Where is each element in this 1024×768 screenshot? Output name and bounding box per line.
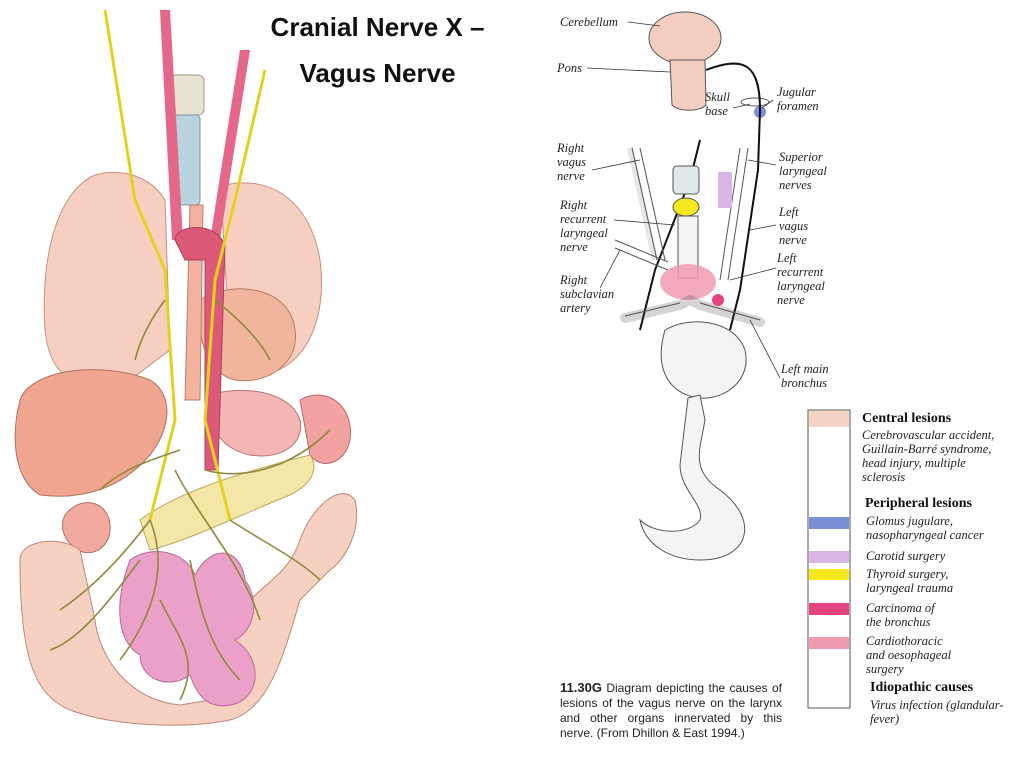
legend-item-thyroid: Thyroid surgery,laryngeal trauma <box>866 567 954 595</box>
nerve-plexus <box>49 299 331 701</box>
legend-idiopathic-text: Virus infection (glandular-fever) <box>870 698 1004 726</box>
vagus-nerve-left <box>203 69 267 521</box>
caption-text: Diagram depicting the causes of lesions … <box>560 681 782 740</box>
label-pons: Pons <box>557 61 582 75</box>
legend-peripheral-heading: Peripheral lesions <box>865 496 972 511</box>
title-line-2: Vagus Nerve <box>299 58 456 88</box>
cerebellum-shape <box>648 11 722 65</box>
legend-central-text: Cerebrovascular accident,Guillain-Barré … <box>862 428 995 484</box>
trachea-shape <box>677 215 699 279</box>
legend-carotid-swatch <box>809 551 849 563</box>
aorta <box>174 227 226 471</box>
page-title: Cranial Nerve X – Vagus Nerve <box>245 4 510 96</box>
stomach-shape <box>639 394 746 561</box>
legend-color-bar <box>807 409 851 709</box>
carotid-artery-left <box>210 50 250 240</box>
liver <box>14 369 168 497</box>
title-line-1: Cranial Nerve X – <box>270 12 485 42</box>
right-vagus-line <box>639 139 701 331</box>
small-intestine <box>119 551 256 707</box>
vagus-anatomy-illustration <box>14 9 358 726</box>
bronchi <box>620 294 765 327</box>
legend-thyroid-swatch <box>809 569 849 580</box>
legend-item-glomus: Glomus jugulare,nasopharyngeal cancer <box>866 514 984 542</box>
carotid-lesion-zone <box>718 172 732 208</box>
jugular-foramen-marker <box>754 106 766 118</box>
colon <box>19 493 358 726</box>
legend-carcinoma-swatch <box>809 603 849 615</box>
stomach-left <box>208 389 302 457</box>
cardiothoracic-lesion-zone <box>660 264 716 300</box>
legend-glomus-swatch <box>809 517 849 529</box>
legend-item-carotid: Carotid surgery <box>866 549 946 563</box>
kidney <box>62 502 111 554</box>
skull-base-ring <box>740 97 770 107</box>
legend-cardiothoracic-swatch <box>809 637 849 649</box>
pons-shape <box>669 59 707 111</box>
right-lung <box>43 172 171 387</box>
thyroid-lesion-zone <box>672 197 700 217</box>
bronchus-lesion-marker <box>712 294 724 306</box>
legend-idiopathic-heading: Idiopathic causes <box>870 680 974 695</box>
legend-central-heading: Central lesions <box>862 411 952 426</box>
spleen <box>299 394 352 464</box>
legend-central-swatch <box>809 411 849 427</box>
heart-shape <box>660 321 747 399</box>
label-cerebellum: Cerebellum <box>560 15 618 29</box>
vagus-nerve-right <box>103 9 177 521</box>
figure-caption: 11.30G Diagram depicting the causes of l… <box>560 680 782 741</box>
larynx-shape <box>672 165 700 195</box>
figure-number: 11.30G <box>560 680 602 695</box>
carotid-artery-right <box>160 10 183 240</box>
